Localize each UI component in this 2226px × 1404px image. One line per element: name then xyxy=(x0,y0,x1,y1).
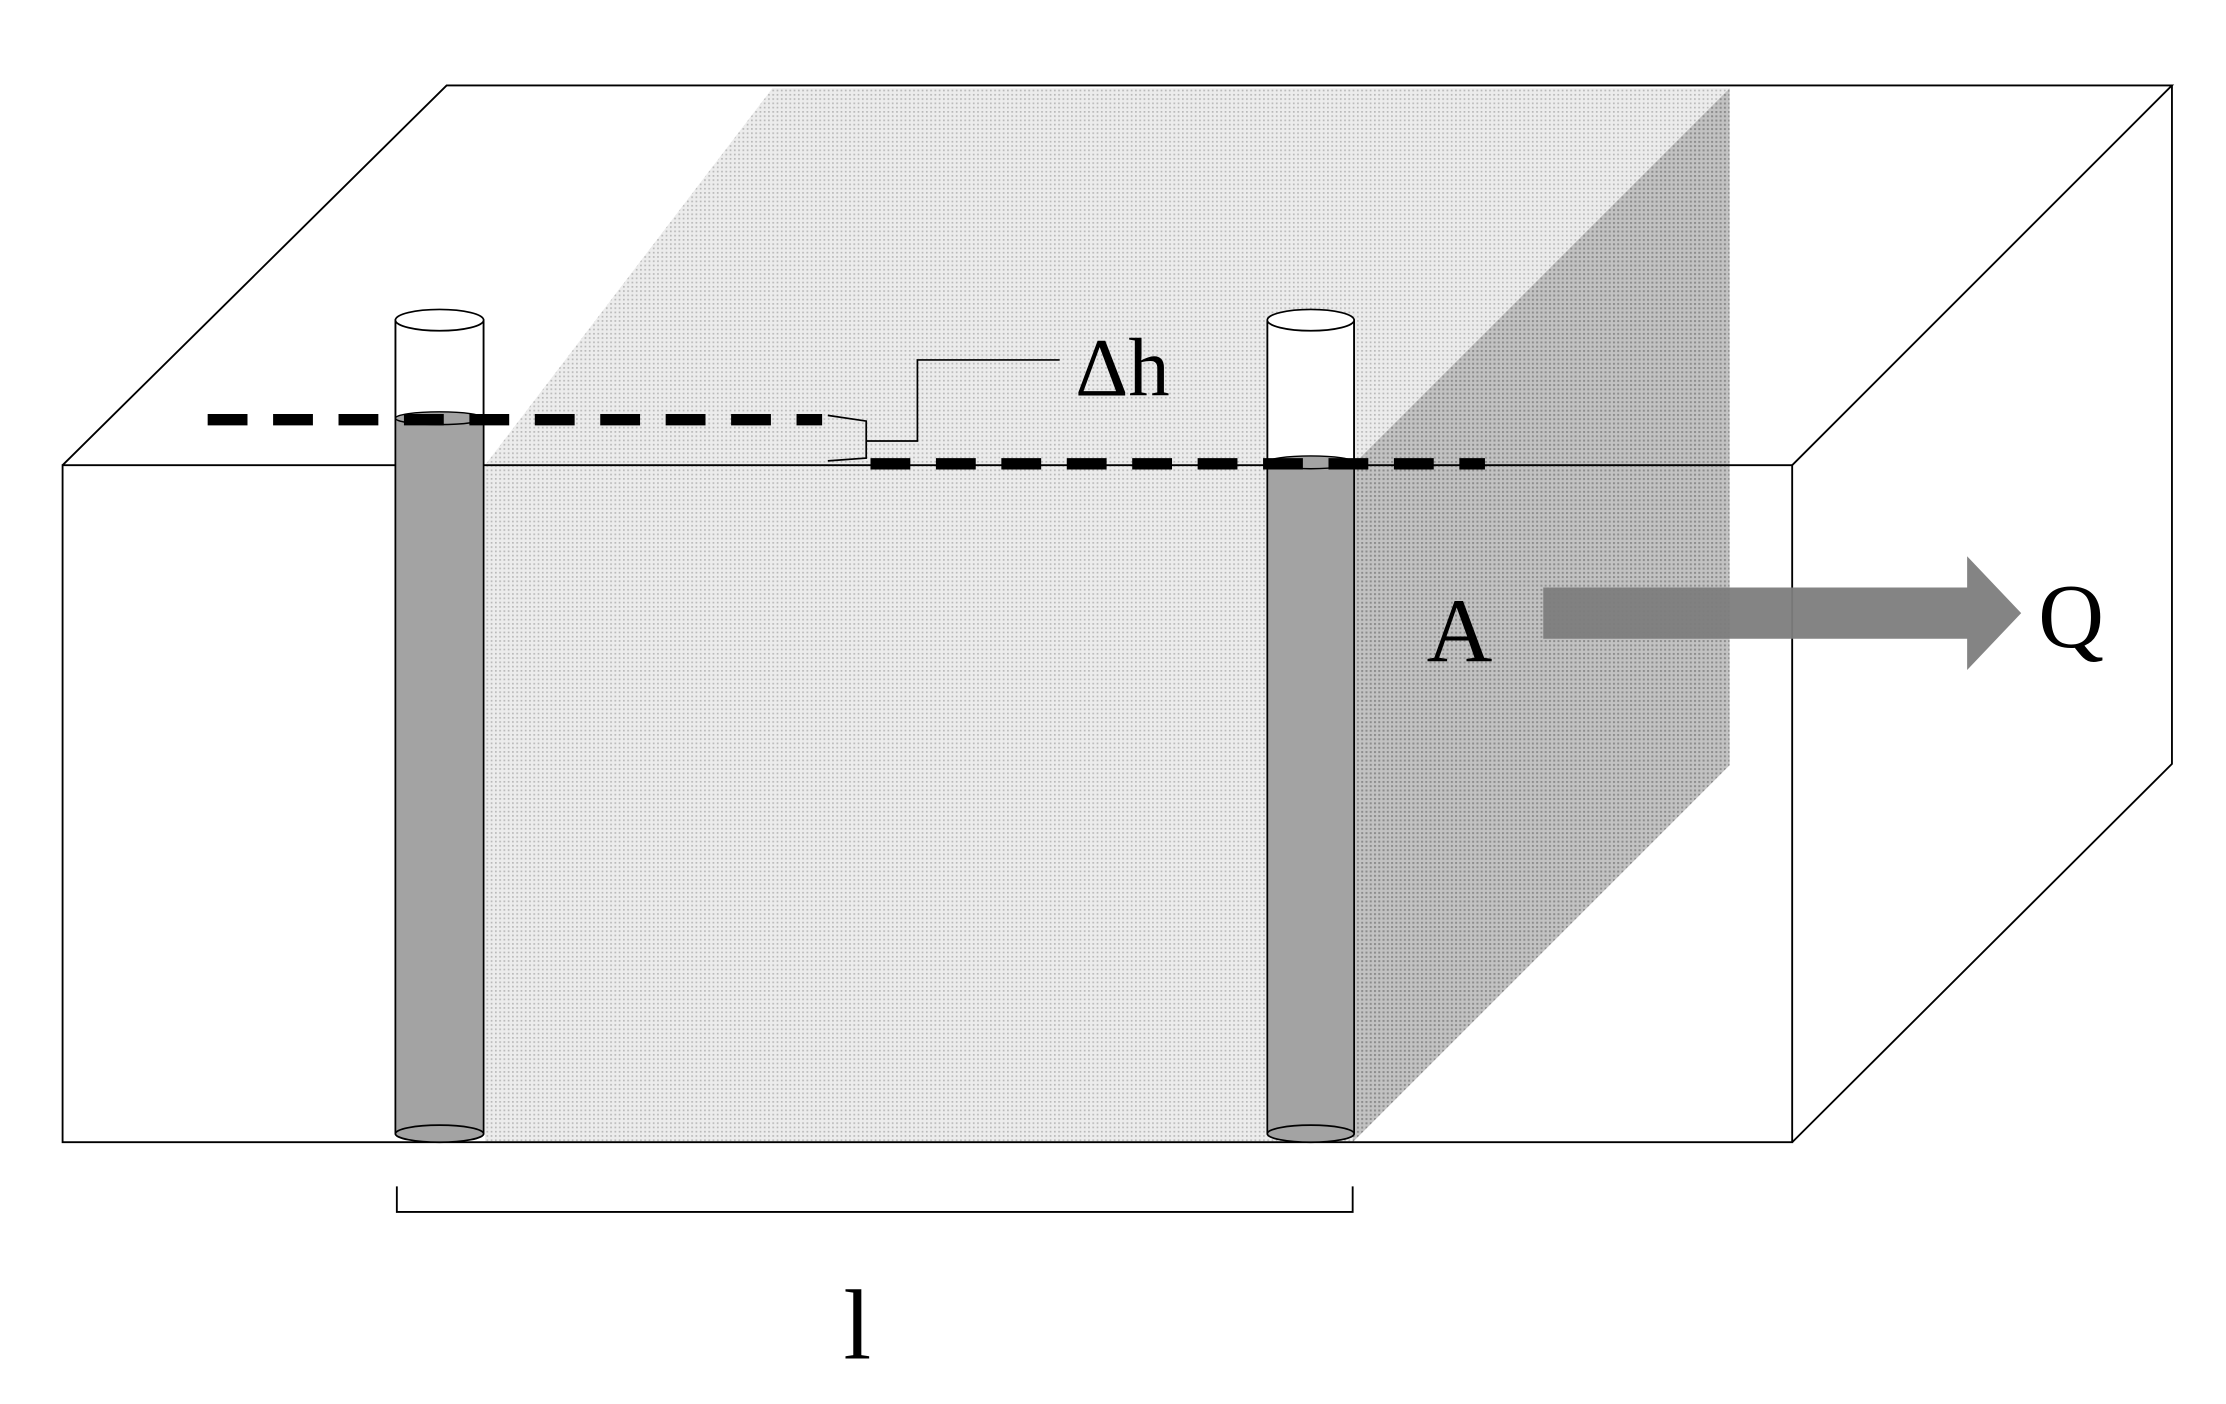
flow-arrow xyxy=(1543,556,2022,670)
length-bracket xyxy=(395,1186,1354,1213)
piezometer-left xyxy=(394,308,485,1144)
piezometer-left-rim xyxy=(394,308,485,332)
piezometer-left-water xyxy=(395,418,484,1134)
delta-h-label: Δh xyxy=(1075,321,1169,413)
piezometer-right-rim xyxy=(1266,308,1355,332)
piezometer-right-bottom xyxy=(1266,1124,1355,1144)
piezometer-right xyxy=(1266,308,1355,1144)
delta-h-leader xyxy=(866,359,1060,442)
box-right-edges xyxy=(1791,85,2173,1143)
soil-top-face xyxy=(485,88,1730,466)
box-top-edges xyxy=(61,84,2175,466)
piezometer-left-bottom xyxy=(394,1124,485,1144)
soil-right-face xyxy=(1352,88,1730,1143)
flow-label: Q xyxy=(2038,566,2104,667)
length-label: l xyxy=(843,1269,871,1380)
piezometer-right-water xyxy=(1267,462,1355,1134)
delta-h-bracket xyxy=(827,414,868,462)
soil-sample xyxy=(485,88,1730,1143)
soil-front-face xyxy=(485,465,1353,1143)
area-label: A xyxy=(1427,580,1493,681)
